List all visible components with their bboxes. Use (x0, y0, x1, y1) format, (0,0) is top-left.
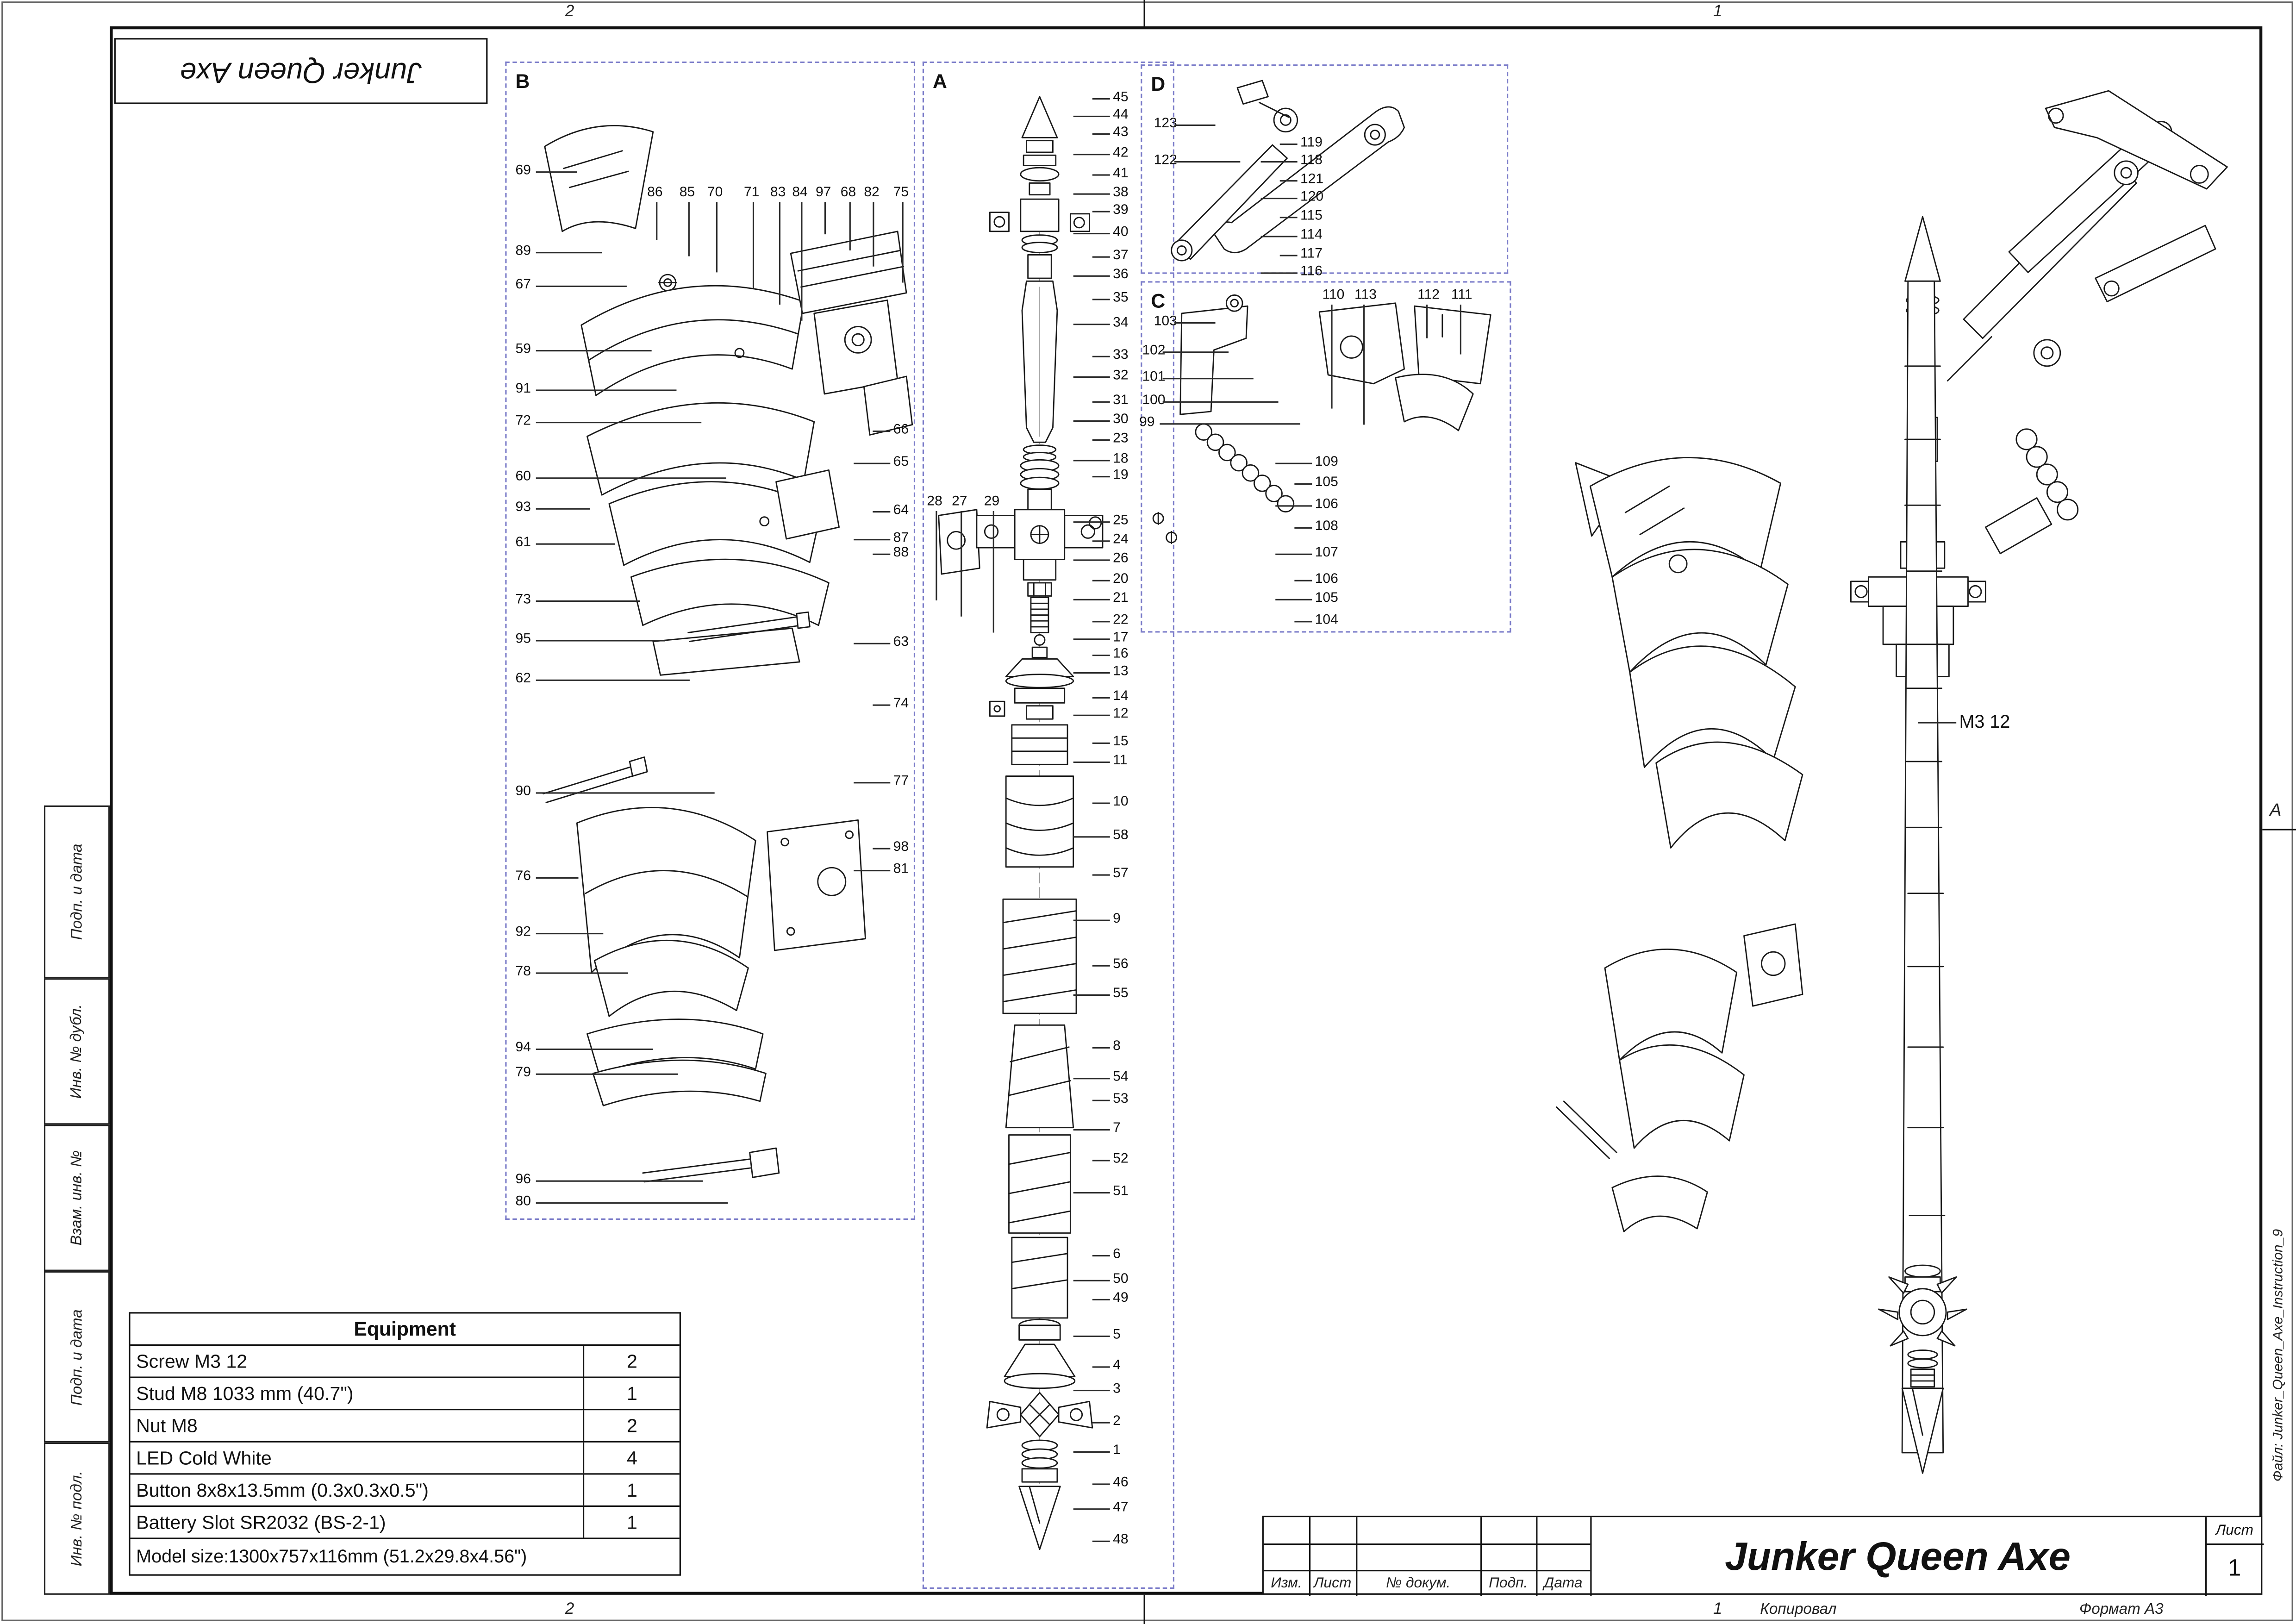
title-block-line (2205, 1517, 2207, 1596)
section-label-d: D (1151, 73, 1166, 95)
title-block-line (1263, 1543, 1591, 1545)
equipment-row: Battery Slot SR2032 (BS-2-1) 1 (130, 1507, 680, 1539)
section-box-c: C (1141, 281, 1511, 633)
title-block-col-label: № докум. (1385, 1575, 1451, 1591)
equipment-qty: 1 (627, 1382, 637, 1405)
sheet-number: 1 (2228, 1556, 2241, 1582)
equipment-row: Screw M3 12 2 (130, 1346, 680, 1378)
format-label: Формат A3 (2079, 1600, 2164, 1618)
equipment-name: Battery Slot SR2032 (BS-2-1) (131, 1507, 585, 1538)
equipment-qty: 1 (627, 1479, 637, 1501)
title-block-line (1590, 1517, 1592, 1596)
top-zone-tick (1143, 0, 1146, 26)
exploded-view-b (543, 125, 913, 1183)
exploded-view-c (1152, 294, 1491, 544)
equipment-name: LED Cold White (131, 1442, 585, 1474)
equipment-name: Nut M8 (131, 1410, 585, 1441)
reversed-title-box: Junker Queen Axe (114, 38, 488, 104)
margin-stamp-cell: Инв. № подл. (44, 1442, 110, 1595)
equipment-row: Nut M8 2 (130, 1410, 680, 1443)
title-block: Изм. Лист № докум. Подп. Дата Junker Queen A… (1262, 1516, 2264, 1596)
equipment-qty: 2 (627, 1350, 637, 1373)
title-block-line (1309, 1517, 1311, 1596)
m3-screw-annotation: M3 12 (1959, 712, 2010, 732)
sheet-label: Лист (2215, 1522, 2253, 1539)
title-block-col-label: Подп. (1489, 1575, 1528, 1591)
margin-stamp-cell: Подп. и дата (44, 1271, 110, 1443)
title-block-title: Junker Queen Axe (1725, 1534, 2071, 1578)
right-zone-tick (2262, 829, 2296, 831)
equipment-row: LED Cold White 4 (130, 1442, 680, 1475)
title-block-line (2205, 1543, 2264, 1545)
title-block-line (1263, 1570, 1591, 1572)
bottom-zone-tick (1143, 1594, 1146, 1624)
right-zone-letter: А (2270, 800, 2282, 820)
section-box-b: B (505, 61, 916, 1220)
section-box-a: A (922, 61, 1174, 1589)
equipment-name: Stud M8 1033 mm (40.7") (131, 1378, 585, 1409)
assembled-view (1556, 90, 2228, 1474)
section-label-a: A (933, 70, 947, 93)
equipment-qty: 4 (627, 1447, 637, 1469)
title-block-line (1356, 1517, 1358, 1596)
title-block-line (1480, 1517, 1482, 1596)
top-zone-2: 2 (565, 3, 574, 21)
equipment-qty: 1 (627, 1511, 637, 1533)
drawing-frame (110, 26, 2263, 1595)
equipment-model-size: Model size:1300x757x116mm (51.2x29.8x4.5… (136, 1546, 527, 1567)
exploded-view-a (938, 96, 1104, 1550)
title-block-col-label: Изм. (1271, 1575, 1302, 1591)
top-zone-1: 1 (1713, 3, 1722, 21)
title-block-col-label: Дата (1544, 1575, 1583, 1591)
m3-leader-line (1918, 721, 1957, 723)
equipment-row: Stud M8 1033 mm (40.7") 1 (130, 1378, 680, 1411)
margin-stamp-cell: Инв. № дубл. (44, 978, 110, 1125)
title-block-col-label: Лист (1313, 1575, 1352, 1591)
equipment-name: Button 8x8x13.5mm (0.3x0.3x0.5") (131, 1474, 585, 1505)
equipment-row: Button 8x8x13.5mm (0.3x0.3x0.5") 1 (130, 1474, 680, 1507)
exploded-view-d (1171, 80, 1405, 262)
section-label-c: C (1151, 290, 1166, 312)
title-block-line (1536, 1517, 1538, 1596)
equipment-table-title: Equipment (130, 1313, 680, 1346)
bottom-zone-2: 2 (565, 1600, 574, 1618)
section-label-b: B (515, 70, 530, 93)
section-box-d: D (1141, 64, 1509, 274)
equipment-name: Screw M3 12 (131, 1346, 585, 1377)
bottom-zone-1: 1 (1713, 1600, 1722, 1618)
copied-label: Копировал (1760, 1600, 1837, 1618)
margin-stamp-cell: Взам. инв. № (44, 1124, 110, 1271)
equipment-qty: 2 (627, 1414, 637, 1437)
margin-stamp-cell: Подп. и дата (44, 805, 110, 979)
